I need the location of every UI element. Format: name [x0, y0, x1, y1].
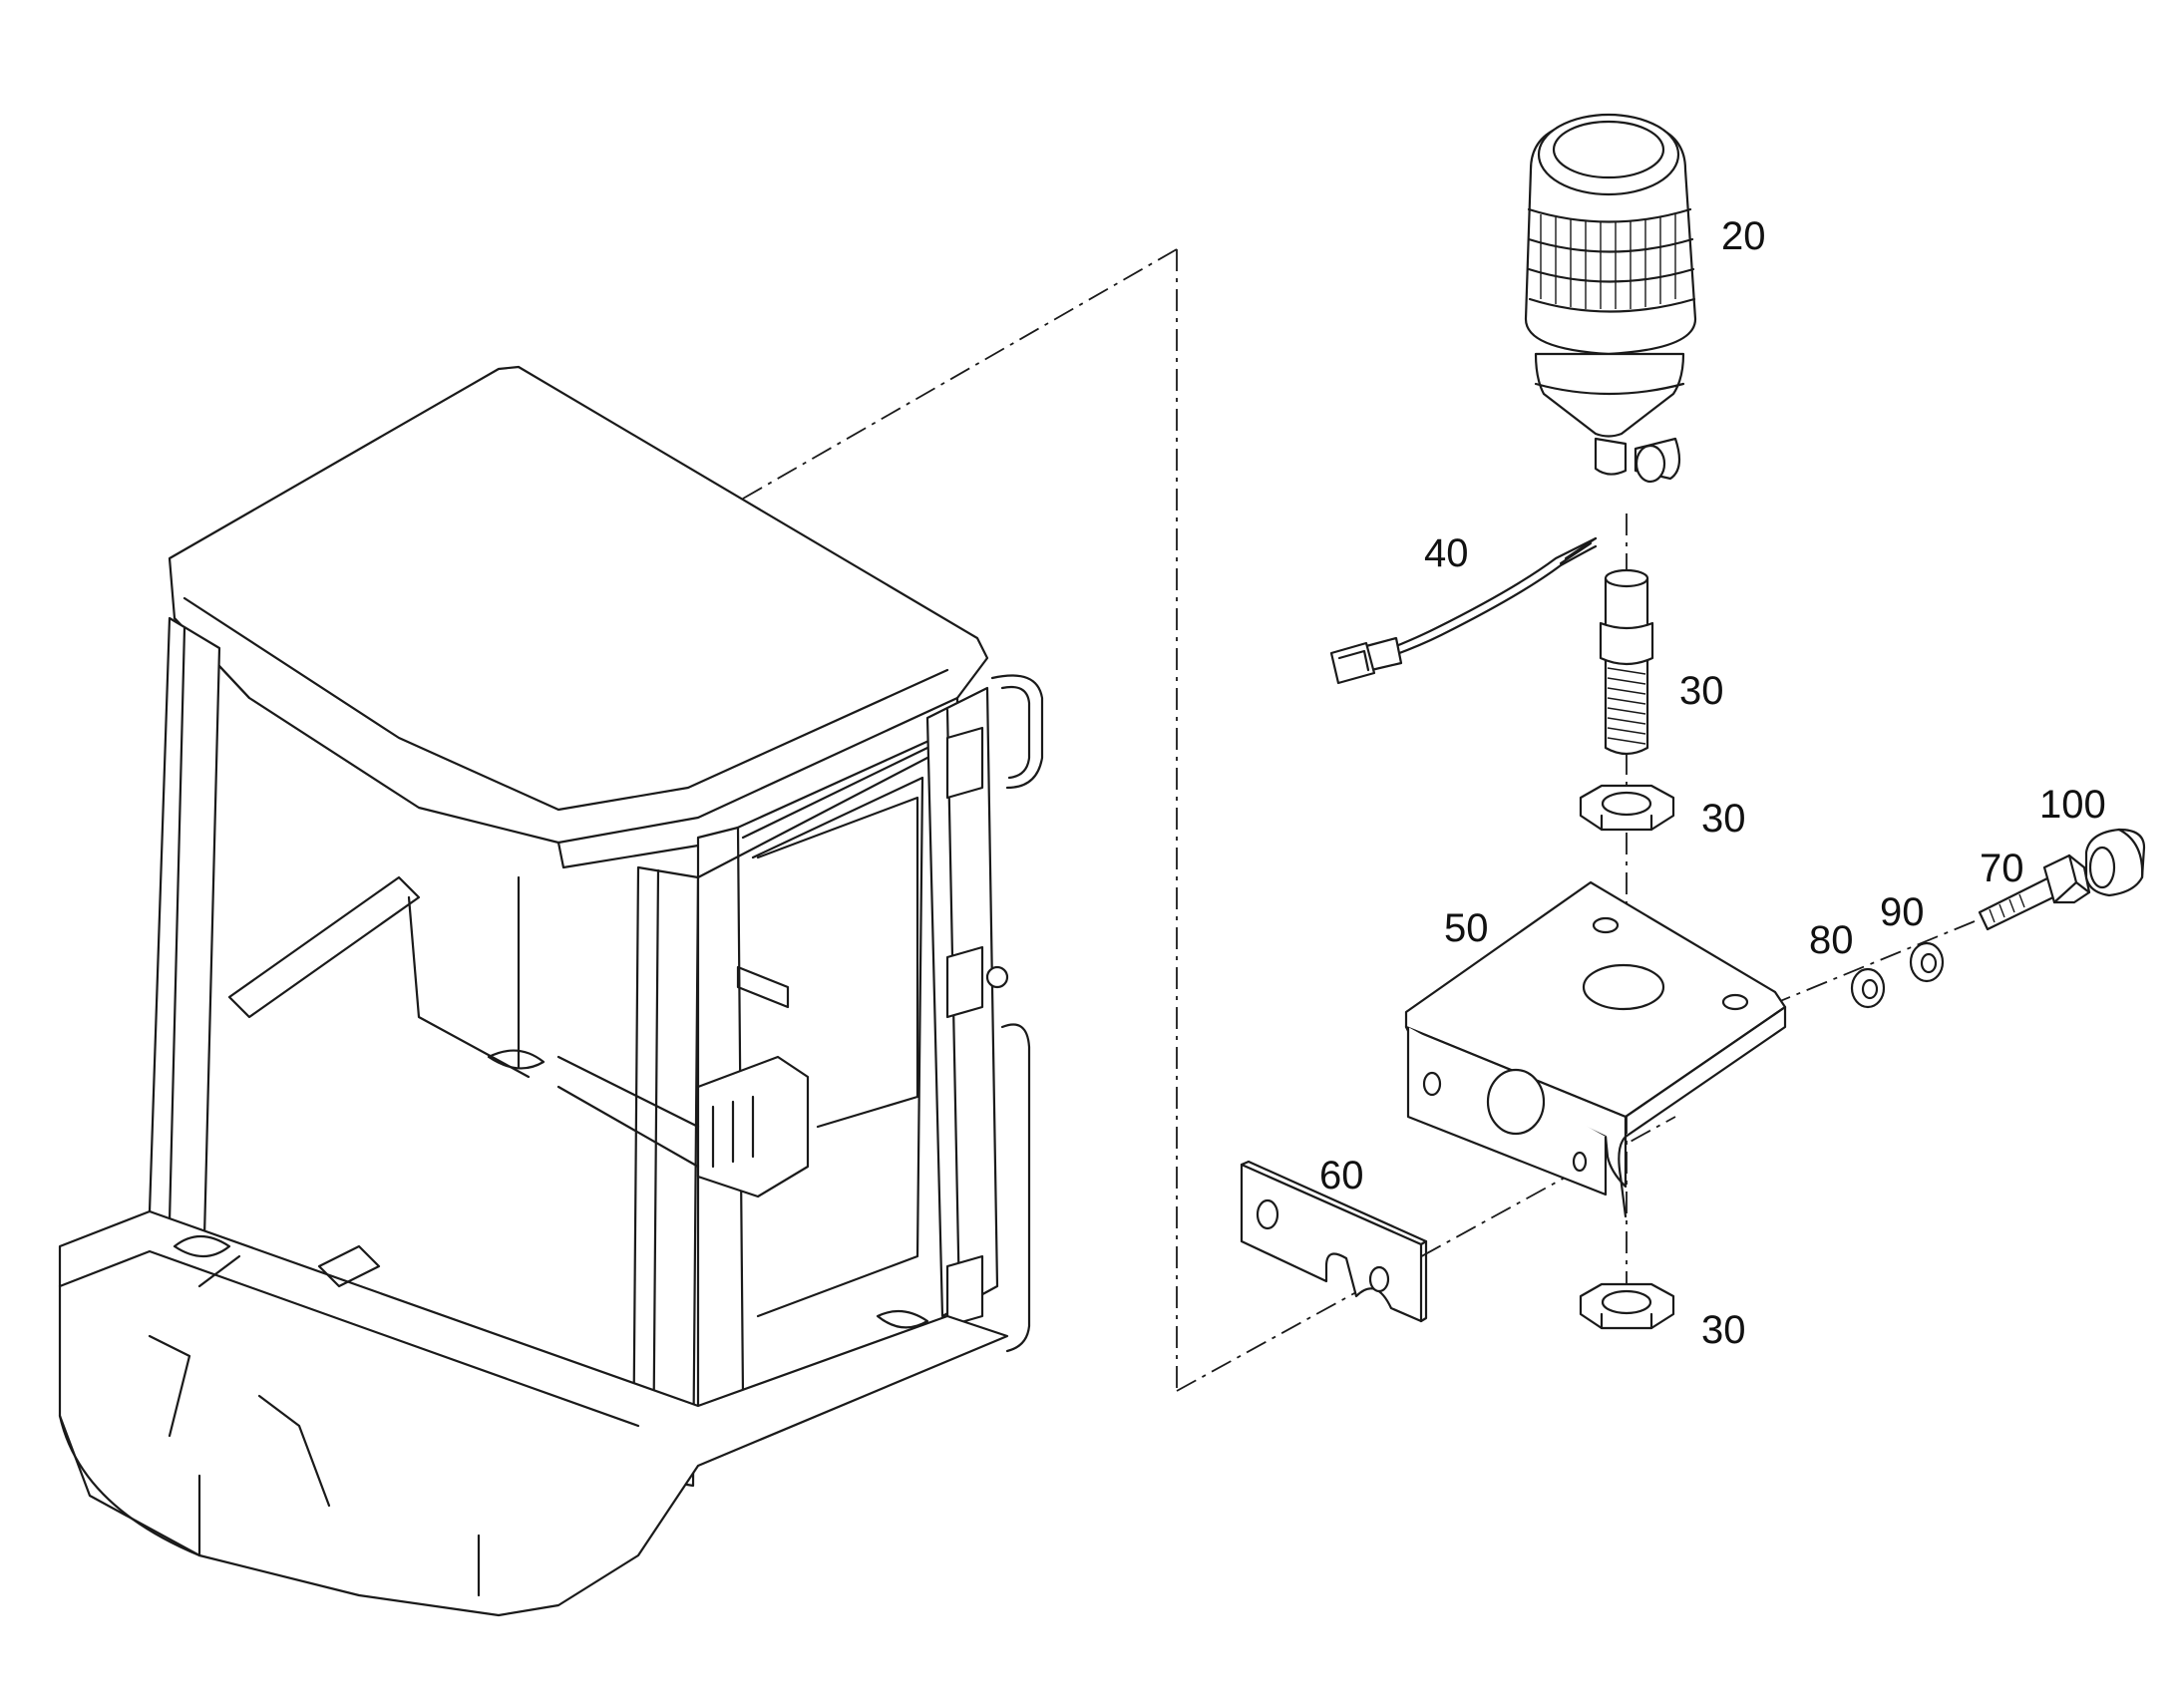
callout-100: 100 — [2039, 783, 2106, 827]
beacon-lamp — [1524, 113, 1697, 484]
lock-washer — [1909, 941, 1945, 983]
callout-30-nut-upper: 30 — [1701, 797, 1746, 841]
callout-90: 90 — [1880, 890, 1925, 934]
callout-30-nut-lower: 30 — [1701, 1308, 1746, 1352]
mounting-bracket — [1404, 880, 1787, 1218]
callout-80: 80 — [1809, 918, 1854, 962]
shim-plate — [1240, 1160, 1428, 1323]
hex-bolt — [1978, 854, 2091, 931]
callout-30-stud: 30 — [1679, 669, 1724, 713]
cab-frame — [58, 365, 1044, 1617]
callout-70: 70 — [1980, 847, 2024, 890]
threaded-stud — [1599, 568, 1654, 756]
hex-nut-lower — [1579, 1282, 1675, 1330]
callout-60: 60 — [1319, 1154, 1364, 1197]
callout-40: 40 — [1424, 531, 1469, 575]
callout-50: 50 — [1444, 906, 1489, 950]
cap-nut — [2084, 828, 2146, 897]
flat-washer — [1850, 967, 1886, 1009]
cable-harness — [1329, 536, 1598, 685]
hex-nut-upper — [1579, 784, 1675, 832]
callout-20: 20 — [1721, 214, 1766, 258]
